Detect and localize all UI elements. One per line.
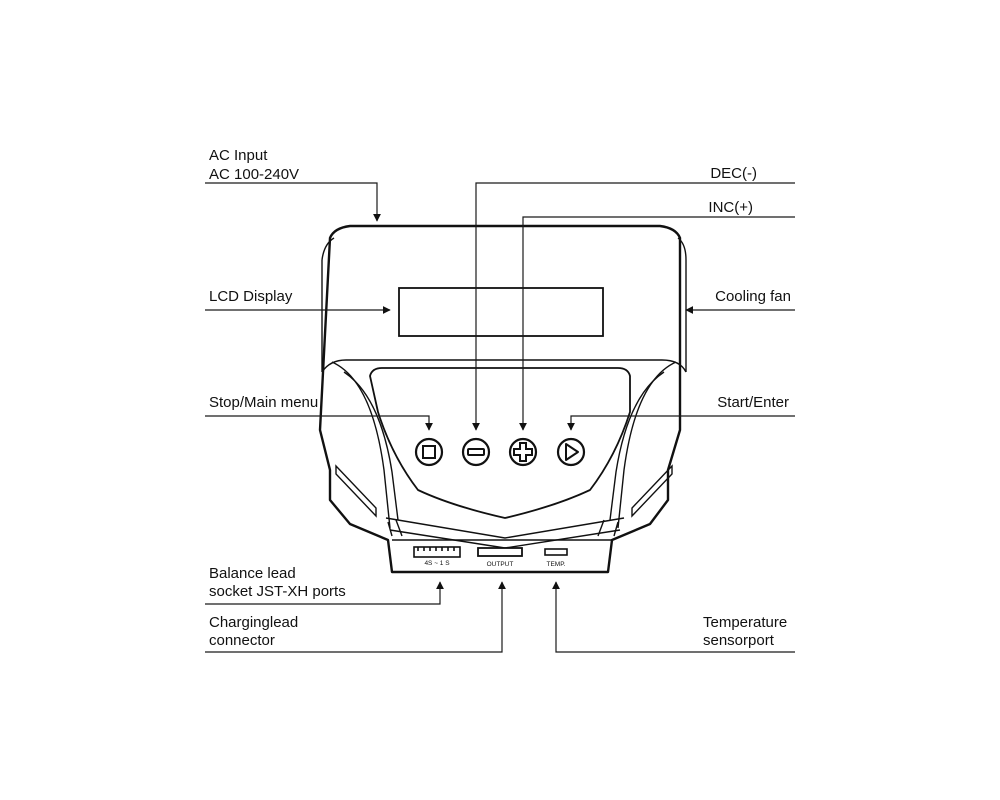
- ac-input-label: AC Input: [209, 147, 268, 164]
- temperature-label: Temperature: [703, 614, 787, 631]
- charging-lead-connector: OUTPUT: [477, 547, 523, 568]
- ac-input-leader: [205, 182, 381, 222]
- balance-port-label: 4S ~ 1 S: [424, 560, 450, 567]
- charging-leader: [205, 581, 506, 653]
- inc-leader: [519, 216, 795, 431]
- start-leader: [567, 415, 795, 431]
- temperature-sensor-port: TEMP.: [544, 548, 568, 568]
- stop-main-menu-button[interactable]: [414, 437, 444, 467]
- dec-label: DEC(-): [710, 165, 757, 182]
- dec-leader: [472, 182, 795, 431]
- temperature-label-2: sensorport: [703, 632, 775, 649]
- callout-lines: [205, 182, 795, 653]
- lcd-display-label: LCD Display: [209, 288, 293, 305]
- charging-lead-label-2: connector: [209, 632, 275, 649]
- lcd-display: [398, 287, 604, 337]
- cooling-fan-label: Cooling fan: [715, 288, 791, 305]
- balance-leader: [205, 581, 444, 605]
- temp-port-label: TEMP.: [546, 561, 565, 568]
- balance-lead-socket: 4S ~ 1 S: [413, 546, 461, 567]
- inc-button[interactable]: [508, 437, 538, 467]
- dec-button[interactable]: [461, 437, 491, 467]
- balance-lead-label-2: socket JST-XH ports: [209, 583, 346, 600]
- charger-body: [318, 224, 687, 574]
- start-enter-button[interactable]: [556, 437, 586, 467]
- start-enter-label: Start/Enter: [717, 394, 789, 411]
- inc-label: INC(+): [708, 199, 753, 216]
- charging-lead-label: Charginglead: [209, 614, 298, 631]
- ac-input-voltage-label: AC 100-240V: [209, 166, 299, 183]
- minus-icon: [467, 448, 485, 456]
- stop-main-menu-label: Stop/Main menu: [209, 394, 318, 411]
- stop-leader: [205, 415, 433, 431]
- balance-lead-label: Balance lead: [209, 565, 296, 582]
- plus-icon: [513, 442, 533, 462]
- square-icon: [422, 445, 436, 459]
- temperature-leader: [552, 581, 795, 653]
- play-icon: [565, 443, 579, 461]
- output-port-label: OUTPUT: [487, 561, 514, 568]
